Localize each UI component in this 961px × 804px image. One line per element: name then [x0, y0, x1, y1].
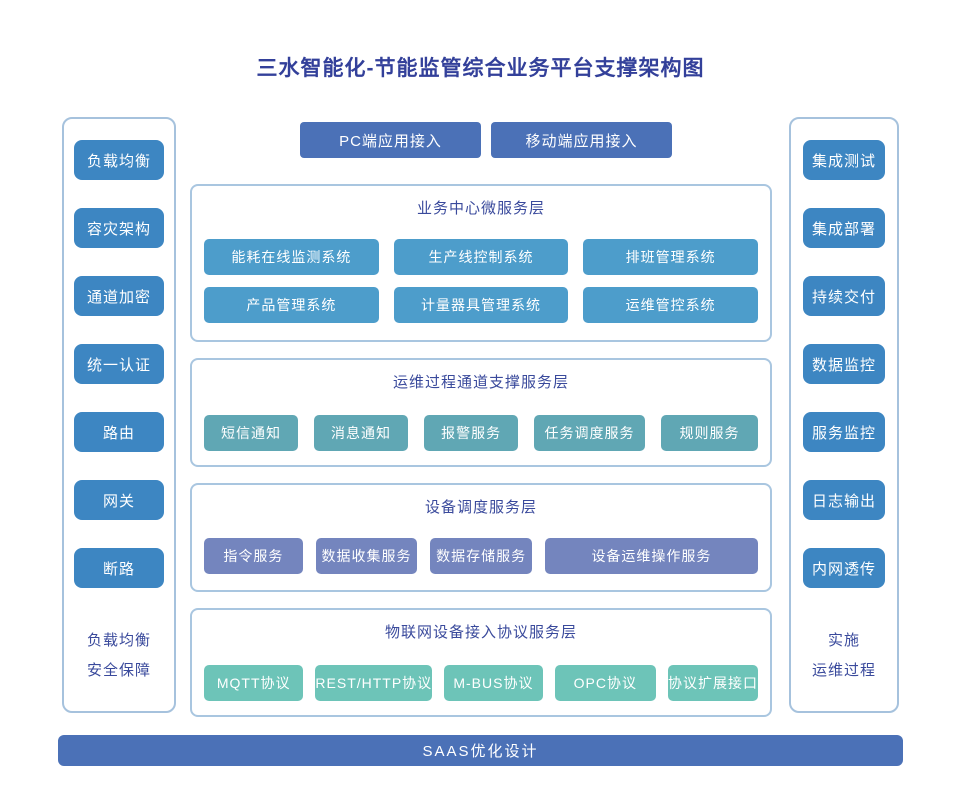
right-panel-node-integration-deploy: 集成部署	[803, 208, 885, 248]
left-panel-caption-line: 负载均衡	[86, 632, 151, 649]
left-panel: 负载均衡 容灾架构 通道加密 统一认证 路由 网关 断路 负载均衡 安全保障	[62, 117, 176, 713]
section-title: 运维过程通道支撑服务层	[392, 374, 569, 391]
node-energy-monitor-system: 能耗在线监测系统	[204, 239, 379, 275]
section-title: 设备调度服务层	[424, 499, 537, 516]
section-ops-channel-support-layer: 运维过程通道支撑服务层 短信通知 消息通知 报警服务 任务调度服务 规则服务	[190, 358, 772, 467]
left-panel-node-gateway: 网关	[74, 480, 164, 520]
right-panel-node-log-output: 日志输出	[803, 480, 885, 520]
right-panel-node-integration-test: 集成测试	[803, 140, 885, 180]
right-panel-node-data-monitor: 数据监控	[803, 344, 885, 384]
node-mbus-protocol: M-BUS协议	[444, 665, 543, 701]
saas-optimization-bar: SAAS优化设计	[58, 735, 903, 766]
left-panel-node-disaster-arch: 容灾架构	[74, 208, 164, 248]
right-panel-node-intranet-tunnel: 内网透传	[803, 548, 885, 588]
client-access-row: PC端应用接入 移动端应用接入	[300, 122, 672, 158]
right-panel-caption-line: 运维过程	[811, 662, 876, 679]
left-panel-node-load-balance: 负载均衡	[74, 140, 164, 180]
right-panel-node-service-monitor: 服务监控	[803, 412, 885, 452]
section-business-microservice-layer: 业务中心微服务层 能耗在线监测系统 生产线控制系统 排班管理系统 产品管理系统 …	[190, 184, 772, 342]
left-panel-node-circuit-break: 断路	[74, 548, 164, 588]
left-panel-node-unified-auth: 统一认证	[74, 344, 164, 384]
node-message-notify: 消息通知	[314, 415, 409, 451]
protocol-node-grid: MQTT协议 REST/HTTP协议 M-BUS协议 OPC协议 协议扩展接口	[204, 665, 758, 701]
node-sms-notify: 短信通知	[204, 415, 299, 451]
section-title: 业务中心微服务层	[416, 200, 545, 217]
node-command-service: 指令服务	[204, 538, 303, 574]
left-panel-node-routing: 路由	[74, 412, 164, 452]
node-metering-instrument-mgmt: 计量器具管理系统	[393, 287, 569, 323]
node-data-collect-service: 数据收集服务	[315, 538, 418, 574]
node-opc-protocol: OPC协议	[554, 665, 656, 701]
right-panel: 集成测试 集成部署 持续交付 数据监控 服务监控 日志输出 内网透传 实施 运维…	[789, 117, 899, 713]
pc-client-access-node: PC端应用接入	[300, 122, 481, 158]
page-title: 三水智能化-节能监管综合业务平台支撑架构图	[256, 57, 705, 80]
left-panel-node-channel-encrypt: 通道加密	[74, 276, 164, 316]
node-protocol-extension: 协议扩展接口	[668, 665, 758, 701]
section-device-dispatch-layer: 设备调度服务层 指令服务 数据收集服务 数据存储服务 设备运维操作服务	[190, 483, 772, 592]
node-production-line-control: 生产线控制系统	[393, 239, 569, 275]
node-data-storage-service: 数据存储服务	[430, 538, 532, 574]
section-iot-protocol-layer: 物联网设备接入协议服务层 MQTT协议 REST/HTTP协议 M-BUS协议 …	[190, 608, 772, 717]
node-shift-management: 排班管理系统	[583, 239, 758, 275]
business-node-grid: 能耗在线监测系统 生产线控制系统 排班管理系统 产品管理系统 计量器具管理系统 …	[204, 239, 758, 323]
node-mqtt-protocol: MQTT协议	[204, 665, 304, 701]
device-node-grid: 指令服务 数据收集服务 数据存储服务 设备运维操作服务	[204, 538, 758, 574]
node-rule-service: 规则服务	[660, 415, 758, 451]
left-panel-caption: 负载均衡 安全保障	[87, 626, 151, 686]
section-title: 物联网设备接入协议服务层	[384, 624, 577, 641]
mobile-client-access-node: 移动端应用接入	[491, 122, 672, 158]
right-panel-caption: 实施 运维过程	[812, 626, 876, 686]
right-panel-caption-line: 实施	[827, 632, 860, 649]
node-rest-http-protocol: REST/HTTP协议	[315, 665, 433, 701]
channel-node-grid: 短信通知 消息通知 报警服务 任务调度服务 规则服务	[204, 415, 758, 451]
node-device-ops-service: 设备运维操作服务	[544, 538, 758, 574]
left-panel-caption-line: 安全保障	[86, 662, 151, 679]
node-ops-control-system: 运维管控系统	[583, 287, 758, 323]
node-product-management: 产品管理系统	[204, 287, 379, 323]
node-alarm-service: 报警服务	[424, 415, 519, 451]
right-panel-node-continuous-delivery: 持续交付	[803, 276, 885, 316]
node-task-schedule-service: 任务调度服务	[534, 415, 645, 451]
